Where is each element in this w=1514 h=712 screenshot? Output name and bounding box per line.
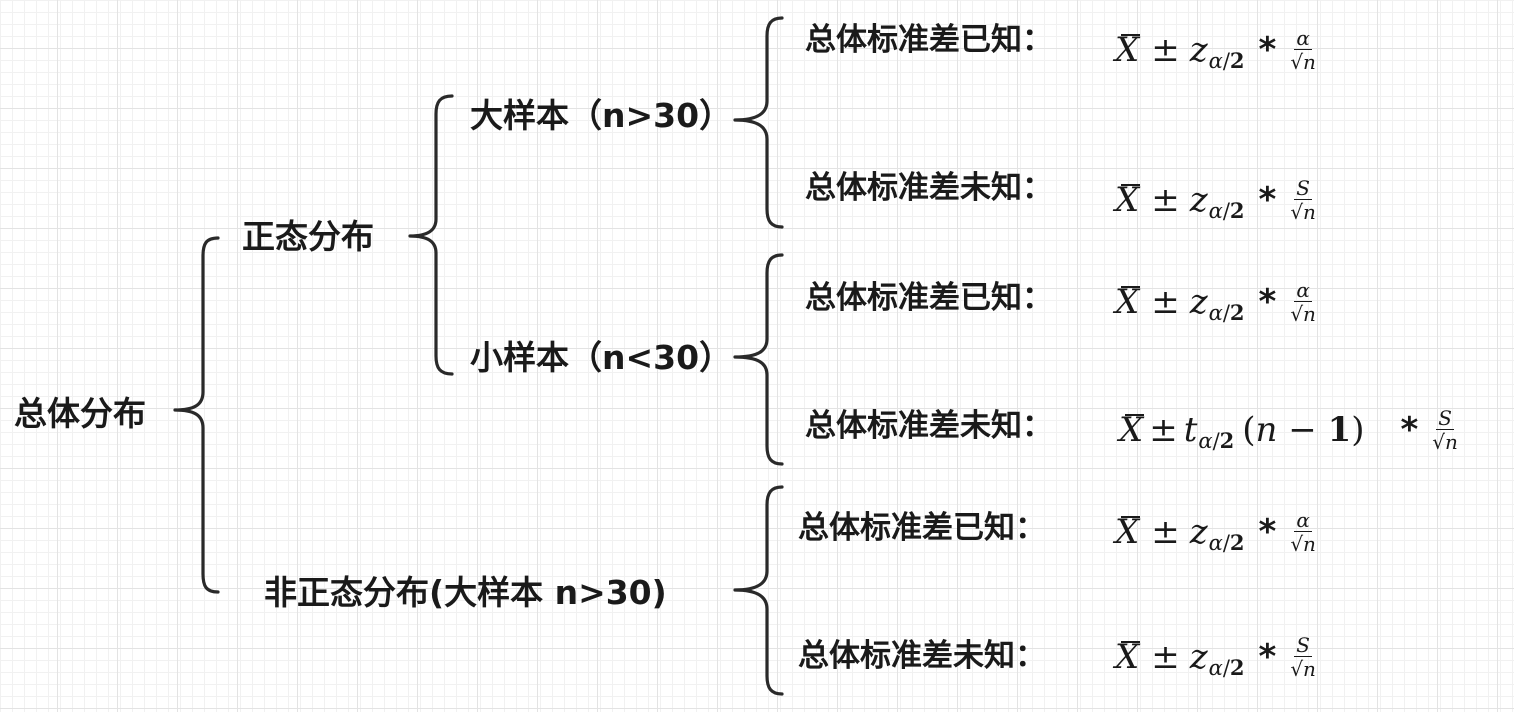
leaf-formula: X ± z α/2 * S √n xyxy=(1113,170,1318,230)
brace-root xyxy=(173,236,220,594)
fraction-denominator: √n xyxy=(1290,200,1316,224)
critical-value-symbol: t xyxy=(1183,410,1198,450)
multiply-symbol: * xyxy=(1258,282,1277,322)
critical-value-symbol: z xyxy=(1189,637,1208,677)
fraction-numerator: S xyxy=(1294,176,1312,200)
degrees-of-freedom: (n − 1) xyxy=(1242,410,1365,450)
critical-subscript: α/2 xyxy=(1208,529,1245,555)
fraction-numerator: α xyxy=(1294,26,1312,50)
leaf-condition: 总体标准差未知： xyxy=(805,170,1053,206)
mean-symbol: X xyxy=(1119,410,1145,450)
fraction-numerator: S xyxy=(1436,406,1454,430)
fraction-denominator: √n xyxy=(1290,532,1316,556)
mean-symbol: X xyxy=(1115,637,1141,677)
critical-subscript: α/2 xyxy=(1198,427,1235,453)
fraction-denominator: √n xyxy=(1290,50,1316,74)
plus-minus-symbol: ± xyxy=(1151,637,1180,677)
plus-minus-symbol: ± xyxy=(1149,410,1178,450)
fraction-denominator: √n xyxy=(1290,657,1316,681)
node-small-sample: 小样本（n<30） xyxy=(470,338,733,377)
multiply-symbol: * xyxy=(1258,637,1277,677)
standard-error-fraction: S √n xyxy=(1288,634,1318,680)
plus-minus-symbol: ± xyxy=(1151,180,1180,220)
leaf-condition: 总体标准差未知： xyxy=(798,638,1046,674)
standard-error-fraction: α √n xyxy=(1288,27,1318,73)
multiply-symbol: * xyxy=(1258,512,1277,552)
brace-normal xyxy=(408,94,454,376)
leaf-formula: X ± z α/2 * S √n xyxy=(1113,627,1318,687)
critical-subscript: α/2 xyxy=(1208,299,1245,325)
leaf-condition: 总体标准差已知： xyxy=(805,22,1053,58)
mean-symbol: X xyxy=(1115,282,1141,322)
critical-subscript: α/2 xyxy=(1208,654,1245,680)
leaf-condition: 总体标准差已知： xyxy=(798,510,1046,546)
plus-minus-symbol: ± xyxy=(1151,282,1180,322)
critical-value-symbol: z xyxy=(1189,180,1208,220)
multiply-symbol: * xyxy=(1258,30,1277,70)
mean-symbol: X xyxy=(1115,30,1141,70)
standard-error-fraction: α √n xyxy=(1288,279,1318,325)
critical-value-symbol: z xyxy=(1189,282,1208,322)
standard-error-fraction: S √n xyxy=(1430,407,1460,453)
leaf-condition: 总体标准差已知： xyxy=(805,280,1053,316)
fraction-denominator: √n xyxy=(1432,430,1458,454)
critical-value-symbol: z xyxy=(1189,30,1208,70)
node-population-distribution: 总体分布 xyxy=(14,394,146,433)
node-normal-distribution: 正态分布 xyxy=(242,217,374,256)
brace-non-normal xyxy=(733,485,784,696)
leaf-condition: 总体标准差未知： xyxy=(805,408,1053,444)
fraction-denominator: √n xyxy=(1290,302,1316,326)
fraction-numerator: α xyxy=(1294,508,1312,532)
critical-subscript: α/2 xyxy=(1208,47,1245,73)
leaf-formula: X ± z α/2 * α √n xyxy=(1113,272,1318,332)
node-non-normal-distribution: 非正态分布(大样本 n>30) xyxy=(264,573,667,612)
brace-large-sample xyxy=(733,16,784,229)
leaf-formula: X ± t α/2 (n − 1) * S √n xyxy=(1117,400,1460,460)
plus-minus-symbol: ± xyxy=(1151,512,1180,552)
fraction-numerator: α xyxy=(1294,278,1312,302)
fraction-numerator: S xyxy=(1294,633,1312,657)
leaf-formula: X ± z α/2 * α √n xyxy=(1113,502,1318,562)
mean-symbol: X xyxy=(1115,180,1141,220)
brace-small-sample xyxy=(733,253,784,466)
standard-error-fraction: α √n xyxy=(1288,509,1318,555)
critical-subscript: α/2 xyxy=(1208,197,1245,223)
multiply-symbol: * xyxy=(1400,410,1419,450)
standard-error-fraction: S √n xyxy=(1288,177,1318,223)
multiply-symbol: * xyxy=(1258,180,1277,220)
leaf-formula: X ± z α/2 * α √n xyxy=(1113,20,1318,80)
plus-minus-symbol: ± xyxy=(1151,30,1180,70)
critical-value-symbol: z xyxy=(1189,512,1208,552)
mean-symbol: X xyxy=(1115,512,1141,552)
node-large-sample: 大样本（n>30） xyxy=(470,96,733,135)
